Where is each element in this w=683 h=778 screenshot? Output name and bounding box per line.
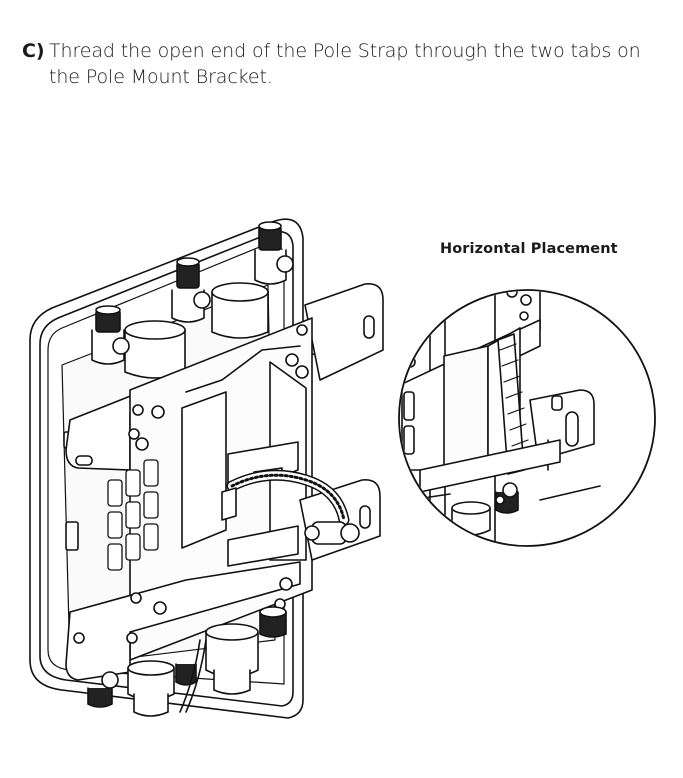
step-text: Thread the open end of the Pole Strap th… xyxy=(49,40,641,88)
bottom-connectors xyxy=(88,607,286,716)
step-marker: C) xyxy=(22,40,45,62)
instruction-step: C) Thread the open end of the Pole Strap… xyxy=(22,38,662,90)
inset-detail xyxy=(399,280,655,560)
top-connectors xyxy=(92,222,293,378)
inset-caption: Horizontal Placement xyxy=(440,241,618,257)
pole-strap xyxy=(222,475,359,544)
